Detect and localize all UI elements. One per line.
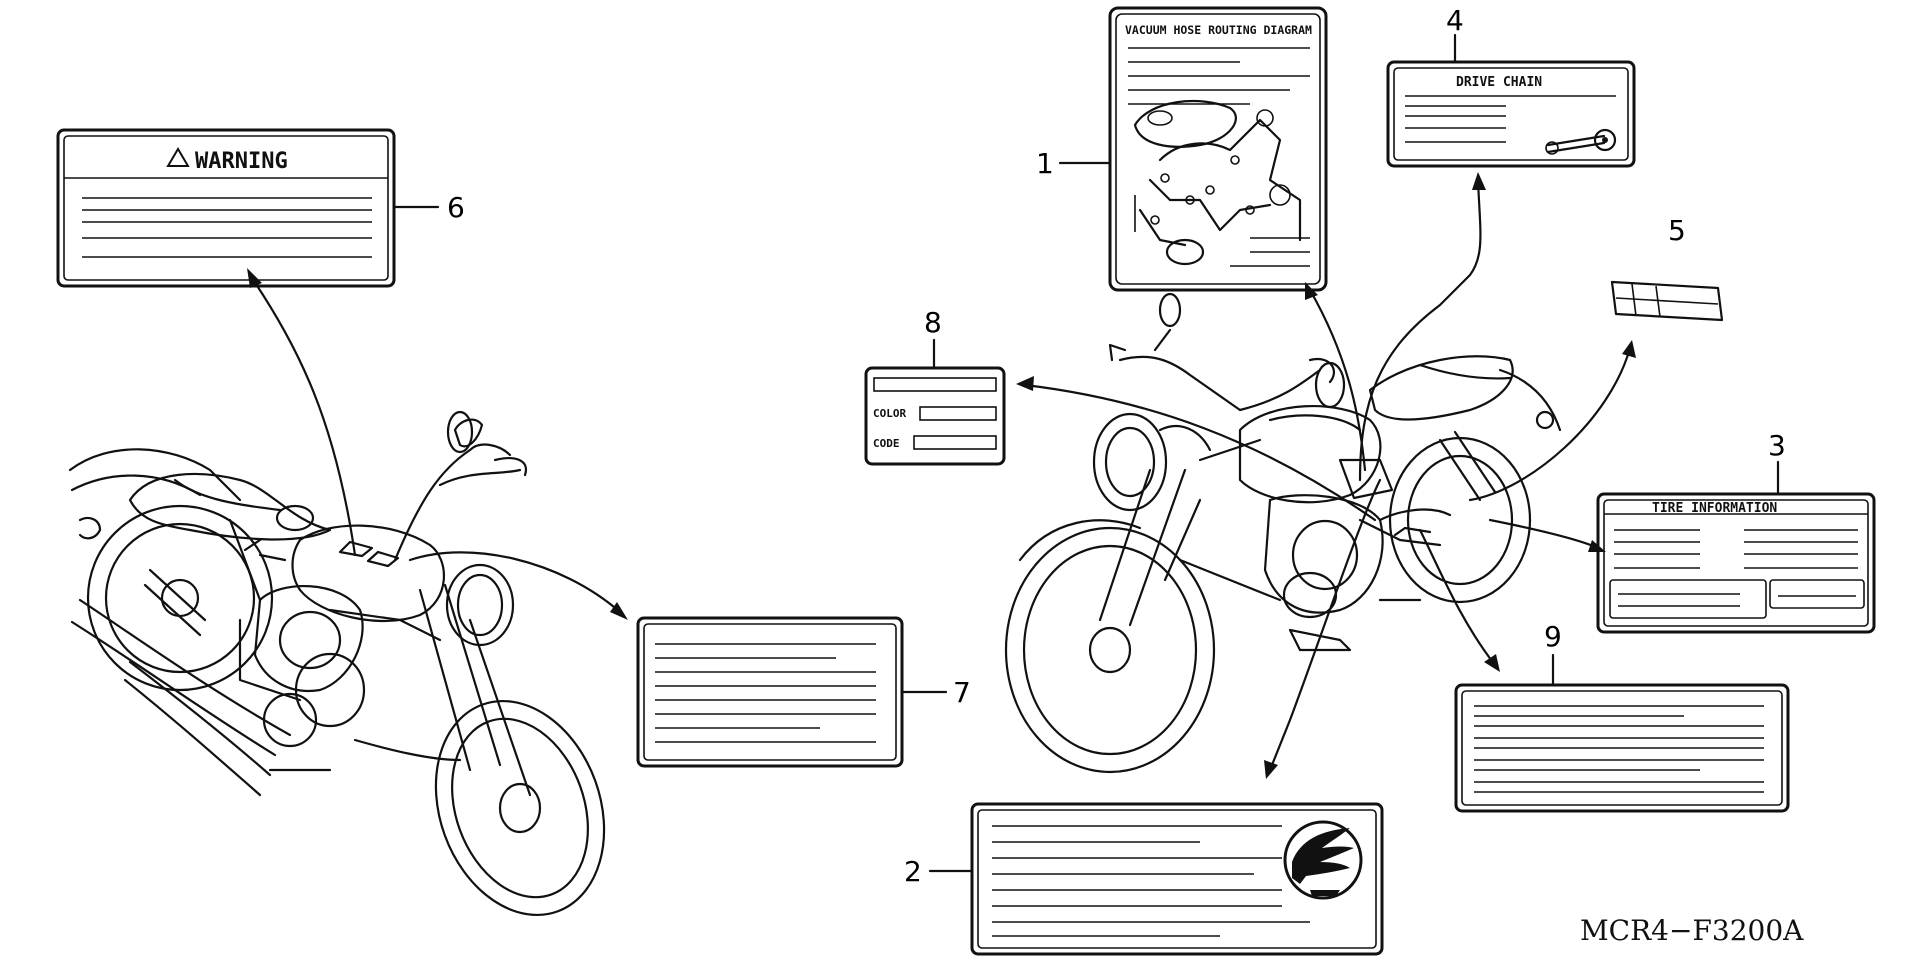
caution-label-7[interactable] xyxy=(636,616,904,768)
tire-information-label-3[interactable]: TIRE INFORMATION xyxy=(1596,492,1876,634)
callout-1: 1 xyxy=(1036,147,1054,180)
callout-9: 9 xyxy=(1544,620,1562,653)
color-code-label-8[interactable]: COLOR CODE xyxy=(864,366,1006,466)
callout-5: 5 xyxy=(1668,214,1686,247)
warning-label-6[interactable]: WARNING xyxy=(56,128,396,288)
honda-wing-logo xyxy=(1283,820,1363,900)
drive-chain-label-title: DRIVE CHAIN xyxy=(1456,75,1542,90)
vacuum-hose-label-1[interactable]: VACUUM HOSE ROUTING DIAGRAM xyxy=(1108,6,1328,292)
color-code-label-color: COLOR xyxy=(873,407,906,420)
callout-2: 2 xyxy=(904,855,922,888)
info-label-9[interactable] xyxy=(1454,683,1790,813)
motorcycle-left-view xyxy=(68,410,606,917)
warning-label-title: WARNING xyxy=(195,149,288,174)
callout-3: 3 xyxy=(1768,429,1786,462)
callout-4: 4 xyxy=(1446,4,1464,37)
color-code-label-code: CODE xyxy=(873,437,900,450)
vacuum-hose-label-title: VACUUM HOSE ROUTING DIAGRAM xyxy=(1125,23,1312,37)
callout-7: 7 xyxy=(953,676,971,709)
drive-chain-label-4[interactable]: DRIVE CHAIN xyxy=(1386,60,1636,168)
honda-label-2[interactable] xyxy=(970,802,1384,956)
warning-triangle-icon xyxy=(166,147,190,167)
diagram-code: MCR4−F3200A xyxy=(1580,914,1804,947)
small-label-5[interactable] xyxy=(1610,280,1724,322)
tire-information-label-title: TIRE INFORMATION xyxy=(1652,501,1777,516)
callout-8: 8 xyxy=(924,306,942,339)
callout-6: 6 xyxy=(447,191,465,224)
motorcycle-right-view xyxy=(1004,292,1562,774)
